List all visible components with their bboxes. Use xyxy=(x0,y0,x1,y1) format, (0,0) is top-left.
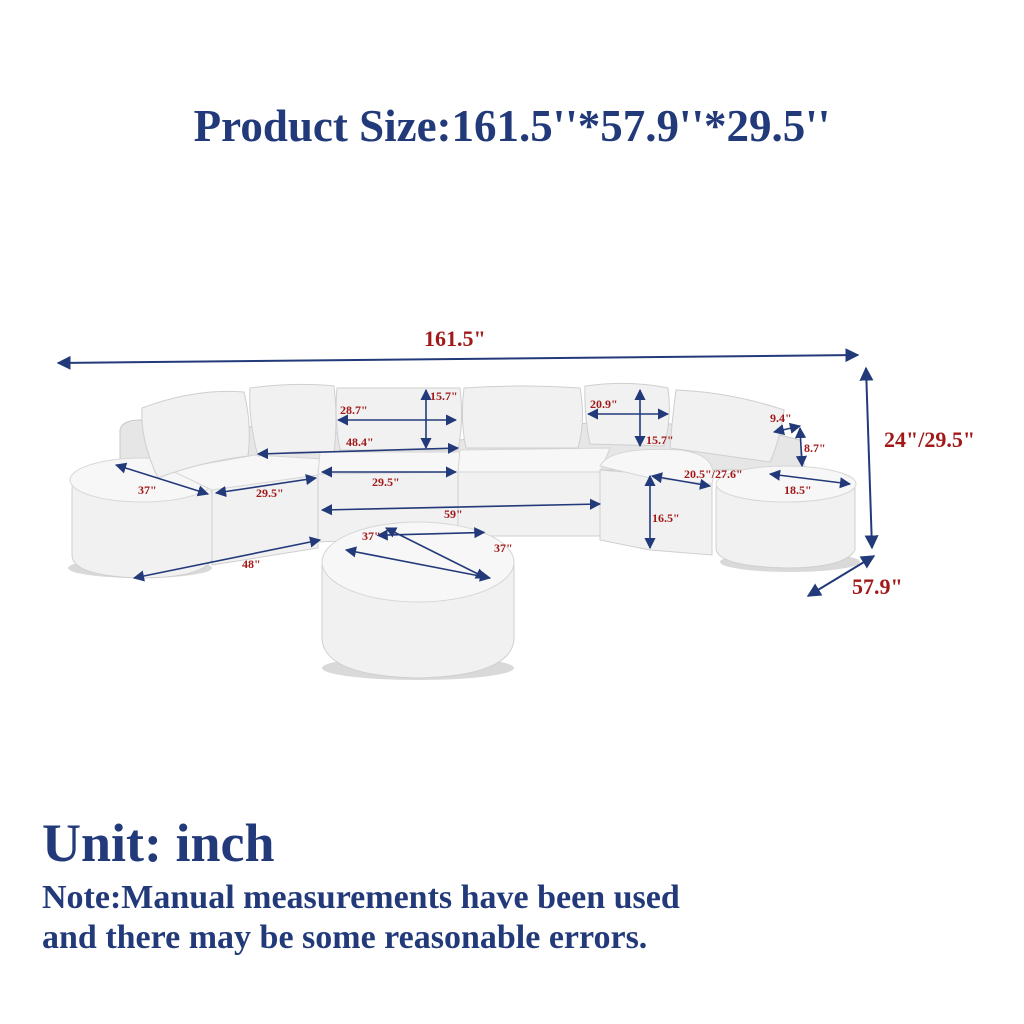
left-back-label: 48.4" xyxy=(346,435,374,449)
center-length-label: 59" xyxy=(444,507,463,521)
pillow-6 xyxy=(669,389,785,463)
ottoman-diameter-label-a: 37" xyxy=(362,529,381,543)
center-seat-module xyxy=(457,469,601,537)
overall-width-arrow xyxy=(56,348,860,370)
left-pillow-width-label: 28.7" xyxy=(340,403,368,417)
middle-seat-top xyxy=(317,451,461,475)
ottoman-diameter-arrow-c xyxy=(384,527,488,579)
sofa-illustration xyxy=(68,382,860,680)
depth-label: 57.9" xyxy=(852,574,903,599)
left-round-arrow xyxy=(114,462,210,497)
ottoman-diameter-label-b: 37" xyxy=(494,541,513,555)
left-base-arrow xyxy=(132,536,322,582)
pillow-4 xyxy=(461,385,584,449)
right-round-arrow xyxy=(768,469,852,489)
left-seat-arrow xyxy=(214,473,318,498)
height-arrow xyxy=(859,366,879,550)
dimension-labels: 161.5" 24"/29.5" 57.9" 37" 29.5" 48" 28.… xyxy=(138,326,975,599)
height-label: 24"/29.5" xyxy=(884,427,975,452)
small-pillow-width-label: 9.4" xyxy=(770,411,792,425)
note-line-2: and there may be some reasonable errors. xyxy=(42,919,648,956)
left-seat-label: 29.5" xyxy=(256,486,284,500)
overall-width-label: 161.5" xyxy=(424,326,486,351)
center-seat-top xyxy=(457,447,611,473)
small-pillow-height-label: 8.7" xyxy=(804,441,826,455)
note-text: Note:Manual measurements have been used … xyxy=(42,878,1002,958)
small-pillow-height-arrow xyxy=(794,426,808,468)
right-seat-depth-label: 20.5"/27.6" xyxy=(684,467,743,481)
right-round-label: 18.5" xyxy=(784,483,812,497)
left-round-label: 37" xyxy=(138,483,157,497)
right-seat-depth-arrow xyxy=(650,472,712,490)
right-pillow-width-label: 20.9" xyxy=(590,397,618,411)
pillow-2 xyxy=(249,383,337,457)
note-line-1: Note:Manual measurements have been used xyxy=(42,879,680,916)
unit-label: Unit: inch xyxy=(42,813,275,873)
left-pillow-height-label: 15.7" xyxy=(430,389,458,403)
middle-depth-label: 29.5" xyxy=(372,475,400,489)
dimension-lines xyxy=(56,348,879,597)
depth-arrow xyxy=(806,555,876,597)
center-length-arrow xyxy=(320,498,602,516)
page-title: Product Size:161.5''*57.9''*29.5'' xyxy=(193,101,831,151)
left-base-label: 48" xyxy=(242,557,261,571)
right-pillow-height-label: 15.7" xyxy=(646,433,674,447)
pillow-1 xyxy=(141,390,250,479)
seat-height-label: 16.5" xyxy=(652,511,680,525)
